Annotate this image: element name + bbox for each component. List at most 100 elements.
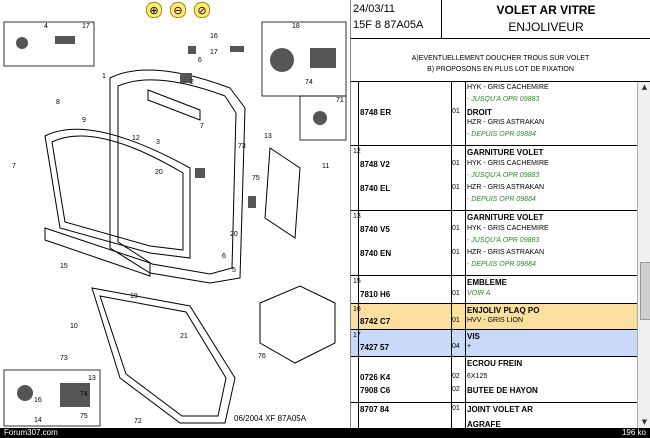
callout-label[interactable]: 6 (222, 253, 226, 260)
callout-label[interactable]: 75 (252, 175, 260, 182)
row-position: 17 (353, 332, 361, 339)
part-description: ECROU FREIN (467, 359, 523, 368)
callout-label[interactable]: 71 (336, 97, 344, 104)
column-divider (465, 304, 466, 329)
part-description: HZR - GRIS ASTRAKAN (467, 119, 545, 127)
callout-label[interactable]: 9 (82, 117, 86, 124)
status-bar: Forum307.com 196 ko (0, 428, 650, 438)
part-description: VIS (467, 332, 480, 341)
callout-label[interactable]: 18 (292, 23, 300, 30)
callout-label[interactable]: 2 (190, 79, 194, 86)
callout-label[interactable]: 20 (230, 231, 238, 238)
column-divider (465, 357, 466, 402)
part-reference[interactable]: 7810 H6 (360, 289, 391, 299)
panel-divider (350, 0, 351, 428)
column-divider (358, 403, 359, 428)
part-reference[interactable]: 7427 57 (360, 343, 389, 352)
callout-label[interactable]: 74 (305, 79, 313, 86)
part-description: - DEPUIS OPR 09884 (467, 196, 536, 203)
zoom-out-icon[interactable]: ⊖ (170, 2, 186, 18)
part-description: HZR - GRIS ASTRAKAN (467, 184, 545, 191)
part-quantity: 01 (452, 405, 460, 412)
callout-label[interactable]: 72 (134, 418, 142, 425)
column-divider (465, 211, 466, 275)
column-divider (465, 403, 466, 428)
callout-label[interactable]: 73 (238, 143, 246, 150)
diagram-panel: ⊕ ⊖ ⊘ (0, 2, 350, 428)
callout-label[interactable]: 4 (44, 23, 48, 30)
callout-label[interactable]: 1 (102, 73, 106, 80)
scroll-down-icon[interactable]: ▼ (641, 418, 648, 426)
callout-label[interactable]: 5 (232, 267, 236, 274)
callout-label[interactable]: 13 (264, 133, 272, 140)
callout-label[interactable]: 21 (180, 333, 188, 340)
column-divider (358, 211, 359, 275)
zoom-fit-icon[interactable]: ⊘ (194, 2, 210, 18)
part-quantity: 01 (452, 160, 460, 167)
zoom-toolbar: ⊕ ⊖ ⊘ (146, 2, 210, 18)
callout-label[interactable]: 13 (88, 375, 96, 382)
part-reference[interactable]: 7908 C6 (360, 386, 391, 396)
part-quantity: 01 (452, 289, 460, 297)
part-reference[interactable]: 8748 ER (360, 107, 392, 117)
callout-label[interactable]: 10 (70, 323, 78, 330)
column-divider (451, 403, 452, 428)
part-reference[interactable]: 8748 V2 (360, 160, 390, 169)
part-description: GARNITURE VOLET (467, 213, 544, 222)
callout-label[interactable]: 7 (12, 163, 16, 170)
callout-label[interactable]: 7 (200, 123, 204, 130)
parts-header: 24/03/11 15F 8 87A05A VOLET AR VITRE ENJ… (351, 0, 650, 39)
callout-label[interactable]: 76 (258, 353, 266, 360)
column-divider (358, 82, 359, 145)
callout-label[interactable]: 17 (82, 23, 90, 30)
row-position: 15 (353, 278, 361, 285)
part-quantity: 01 (452, 184, 460, 191)
callout-label[interactable]: 17 (210, 49, 218, 56)
part-description: HVV - GRIS LION (467, 316, 524, 324)
callout-label[interactable]: 6 (198, 57, 202, 64)
header-code: 15F 8 87A05A (353, 19, 424, 31)
callout-label[interactable]: 16 (34, 397, 42, 404)
note-line-b: B) PROPOSONS EN PLUS LOT DE FIXATION (427, 66, 574, 73)
part-reference[interactable]: 8707 84 (360, 405, 389, 414)
vertical-scrollbar[interactable]: ▲ ▼ (637, 82, 650, 428)
zoom-in-icon[interactable]: ⊕ (146, 2, 162, 18)
callout-label[interactable]: 16 (210, 33, 218, 40)
part-reference[interactable]: 8740 EL (360, 184, 391, 193)
callout-label[interactable]: 14 (34, 417, 42, 424)
callout-label[interactable]: 74 (80, 391, 88, 398)
callout-label[interactable]: 8 (56, 99, 60, 106)
callout-label[interactable]: 75 (80, 413, 88, 420)
callout-label[interactable]: 73 (60, 355, 68, 362)
footer-site: Forum307.com (4, 428, 58, 437)
part-quantity: 02 (452, 372, 460, 380)
column-divider (358, 304, 359, 329)
part-reference[interactable]: 8740 V5 (360, 225, 390, 234)
column-divider (465, 330, 466, 356)
callout-label[interactable]: 15 (60, 263, 68, 270)
part-description: BUTEE DE HAYON (467, 386, 538, 396)
part-reference[interactable]: 0726 K4 (360, 372, 391, 382)
callout-label[interactable]: 12 (132, 135, 140, 142)
part-reference[interactable]: 8742 C7 (360, 316, 391, 326)
scroll-thumb[interactable] (640, 262, 650, 320)
column-divider (451, 146, 452, 210)
part-quantity: 04 (452, 343, 460, 350)
scroll-up-icon[interactable]: ▲ (641, 83, 648, 91)
part-description: - JUSQU'A OPR 09883 (467, 95, 540, 103)
callout-label[interactable]: 19 (130, 293, 138, 300)
callout-label[interactable]: 20 (155, 169, 163, 176)
part-reference[interactable]: 8740 EN (360, 249, 392, 258)
diagram-caption: 06/2004 XF 87A05A (234, 414, 307, 423)
callout-label[interactable]: 3 (156, 139, 160, 146)
callout-label[interactable]: 11 (322, 163, 329, 170)
